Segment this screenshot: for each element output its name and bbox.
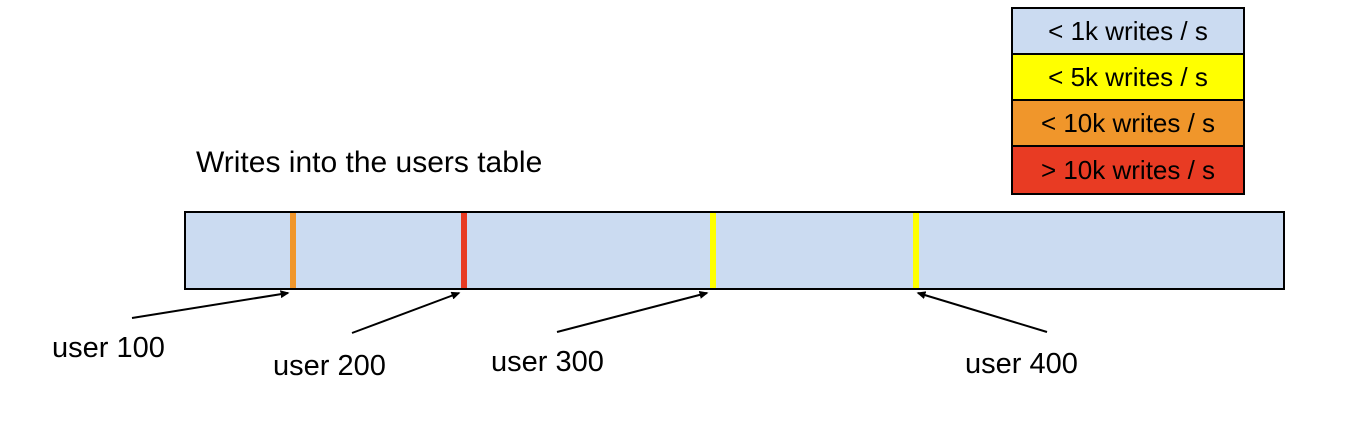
label-user-100: user 100 [52,332,165,364]
diagram-title: Writes into the users table [196,146,543,179]
legend-label: < 1k writes / s [1048,15,1208,46]
label-user-300: user 300 [491,346,604,378]
hotspot-marker-user-300 [710,213,717,288]
legend-label: > 10k writes / s [1040,154,1216,185]
hotspot-marker-user-200 [461,213,468,288]
write-rate-legend: < 1k writes / s < 5k writes / s < 10k wr… [1011,7,1245,195]
hotspot-marker-user-400 [913,213,920,288]
legend-label: < 10k writes / s [1040,107,1216,138]
legend-item-lt-5k: < 5k writes / s [1013,55,1243,101]
arrow-user-200 [351,291,461,334]
legend-label: < 5k writes / s [1048,61,1208,92]
arrow-user-300 [556,291,709,333]
users-table-bar [184,211,1285,290]
label-user-200: user 200 [273,350,386,382]
label-user-400: user 400 [965,348,1078,380]
legend-item-gt-10k: > 10k writes / s [1013,147,1243,193]
arrow-user-100 [131,290,290,319]
legend-item-lt-10k: < 10k writes / s [1013,101,1243,147]
hotspot-marker-user-100 [290,213,297,288]
arrow-user-400 [916,291,1048,333]
legend-item-lt-1k: < 1k writes / s [1013,9,1243,55]
